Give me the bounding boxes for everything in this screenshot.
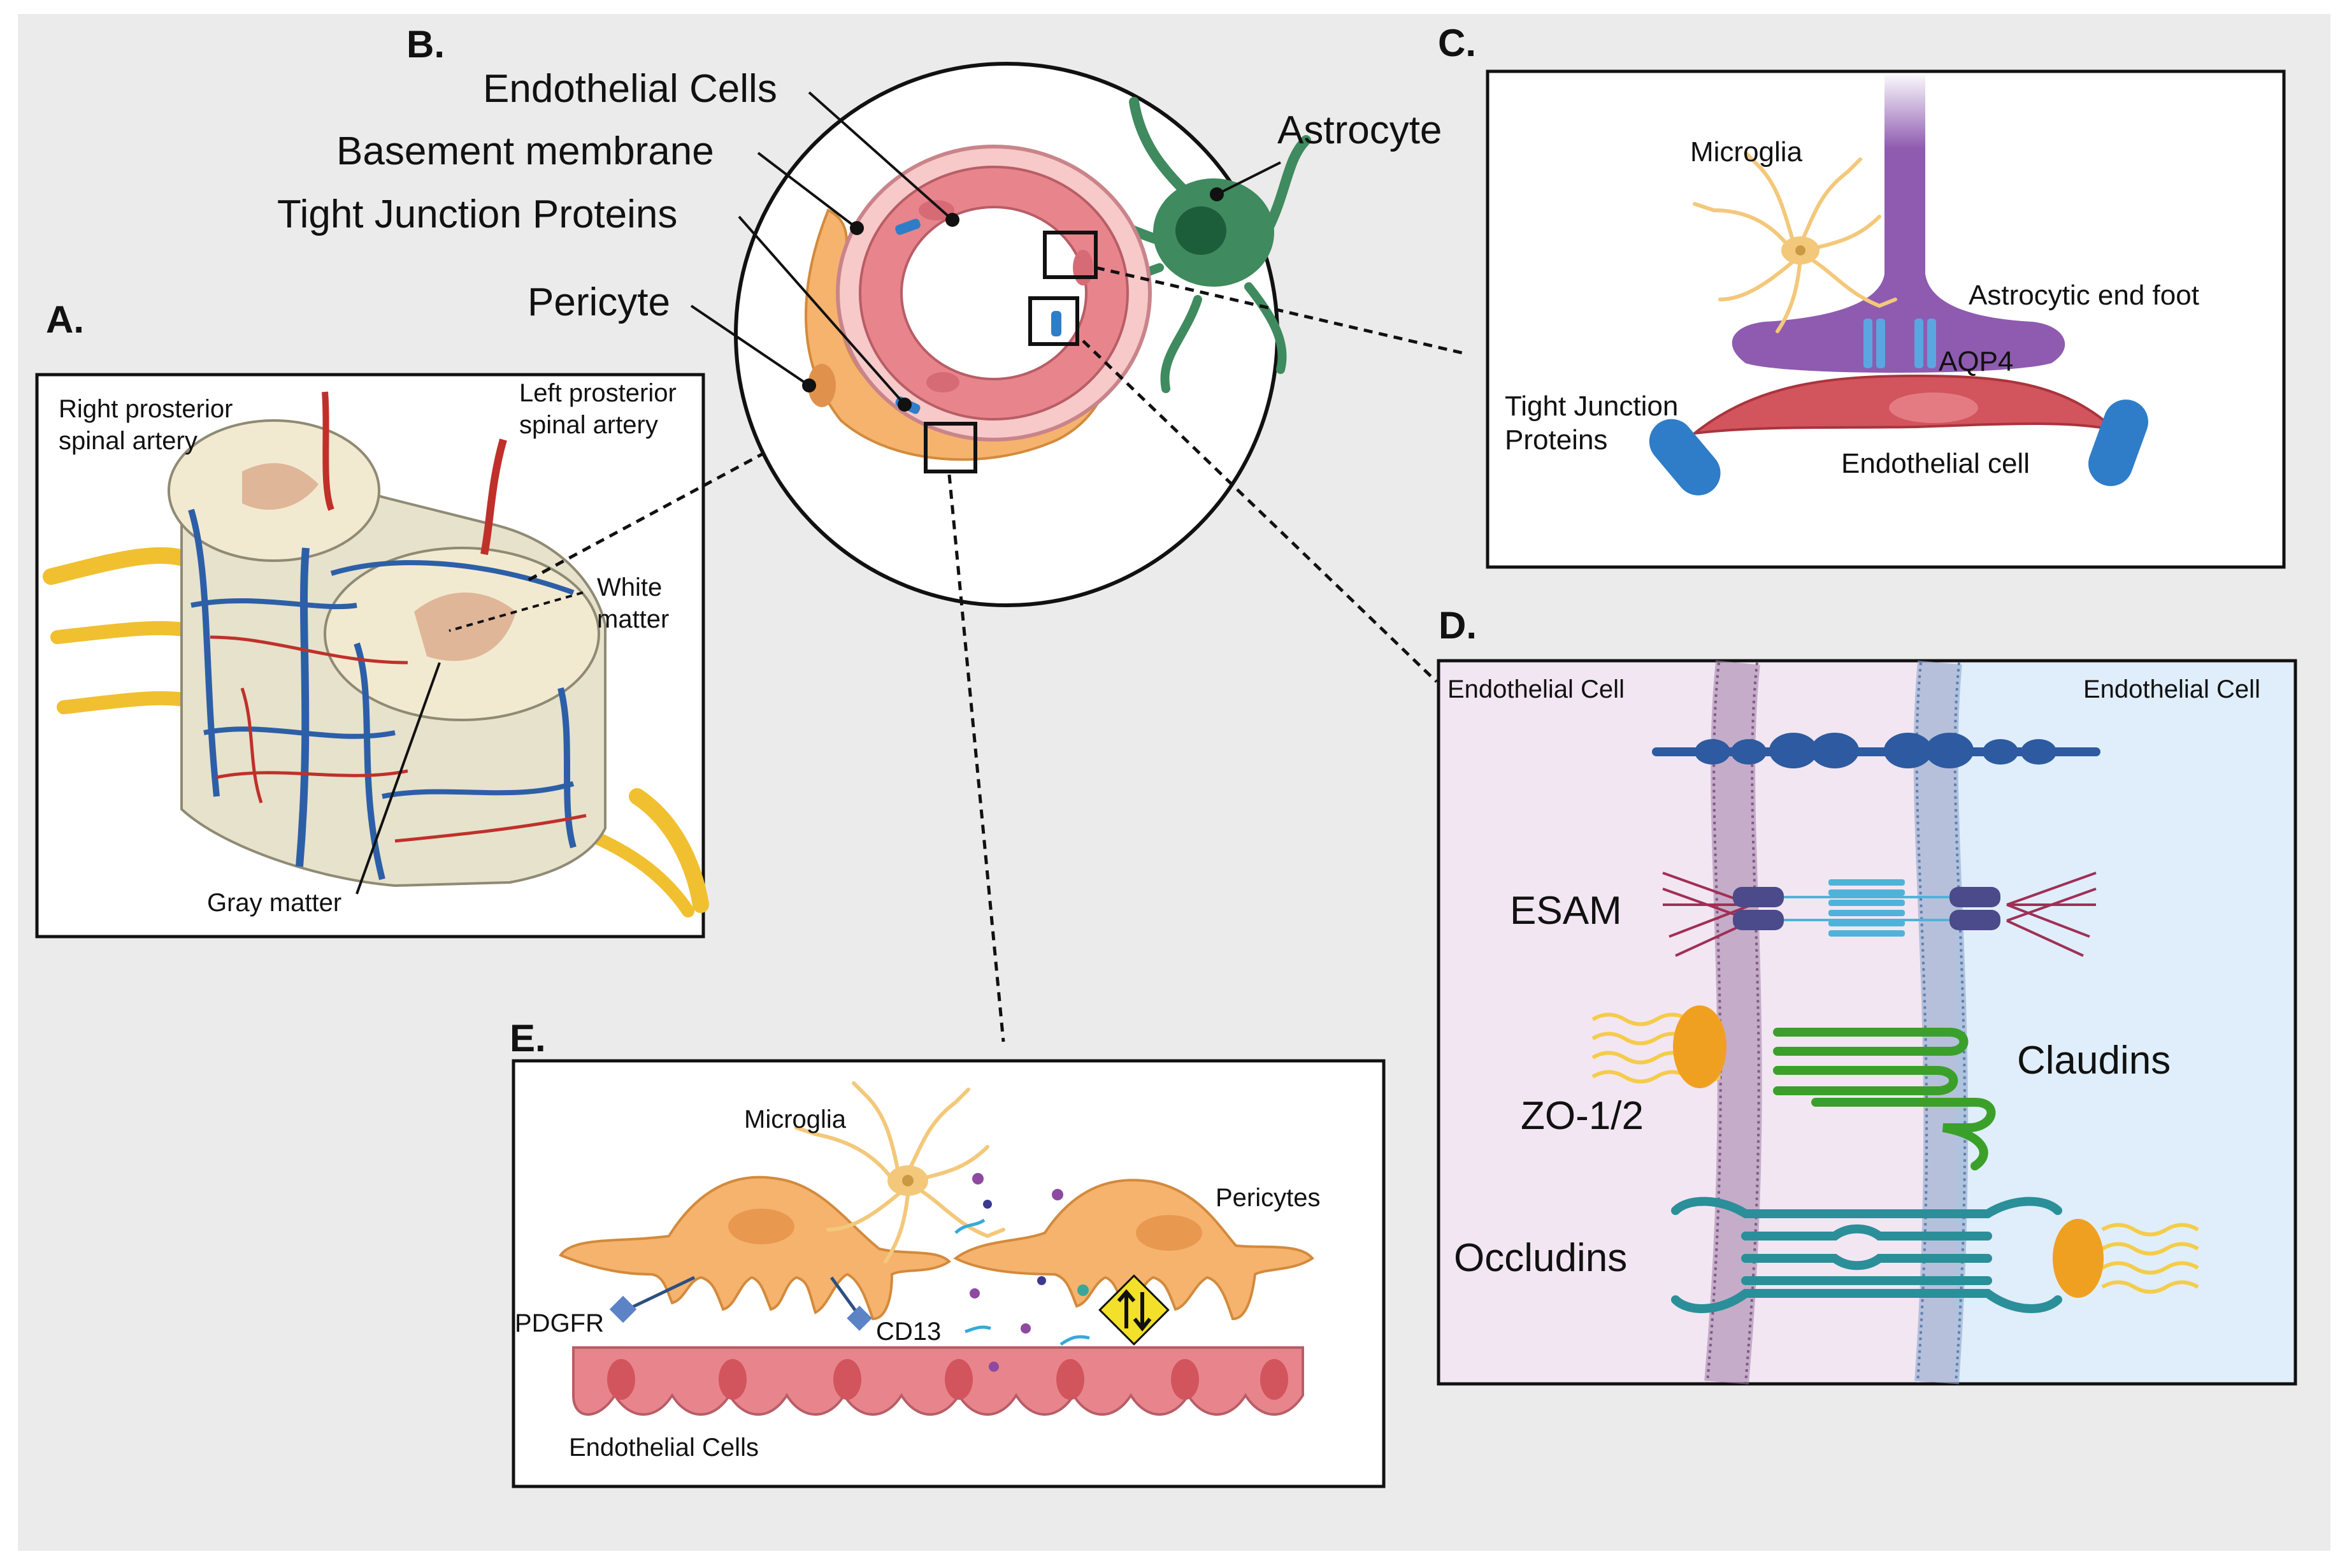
pericyte-right (953, 1179, 1314, 1321)
membrane-right (1913, 660, 1969, 1385)
label-endothelial-cells: Endothelial Cells (483, 67, 777, 111)
zo-complex-right (2053, 1219, 2199, 1298)
white-matter-pointer (449, 591, 584, 632)
label-cd13: CD13 (876, 1318, 941, 1346)
endothelial-row-e (572, 1346, 1304, 1416)
spinal-cord-illustration (43, 391, 709, 917)
tight-junction-blob-right (2088, 399, 2148, 486)
microglia-e (794, 1081, 1005, 1263)
label-tight-junction-line2: Proteins (1505, 424, 1607, 456)
label-gray-matter: Gray matter (207, 889, 341, 917)
label-endothelial-cell-c: Endothelial cell (1841, 448, 2030, 479)
panel-d-right-cell-bg (1956, 663, 2293, 1382)
leader-tight-junction (738, 215, 906, 406)
microglia-c (1693, 151, 1897, 333)
label-pdgfr: PDGFR (515, 1309, 604, 1337)
astrocyte-process (1884, 75, 1925, 285)
connector-b-e (947, 474, 1005, 1042)
leader-pericyte (690, 305, 810, 387)
cd13-stalk (829, 1276, 859, 1314)
label-white-matter-line2: matter (597, 605, 669, 633)
zoom-box-e (924, 422, 977, 473)
panel-a-letter: A. (46, 298, 84, 341)
tight-junction-blob-left (1649, 419, 1721, 496)
panel-e-letter: E. (510, 1017, 546, 1060)
label-pericytes: Pericytes (1216, 1184, 1321, 1212)
panel-c: C. (1438, 22, 2286, 569)
claudin-strands (1773, 1028, 1996, 1170)
label-claudins: Claudins (2017, 1039, 2171, 1082)
zoom-box-d (1028, 296, 1079, 346)
label-microglia-e: Microglia (744, 1105, 847, 1133)
connector-b-d (1082, 340, 1438, 683)
label-zo-1-2: ZO-1/2 (1521, 1094, 1644, 1138)
label-white-matter-line1: White (597, 573, 662, 601)
pdgfr-stalk (626, 1276, 696, 1311)
label-right-artery-line1: Right prosterior (59, 395, 233, 423)
label-basement-membrane: Basement membrane (336, 129, 714, 173)
label-right-artery-line2: spinal artery (59, 427, 197, 455)
transport-diamond (1098, 1274, 1170, 1346)
panel-b: B. (277, 23, 1442, 607)
panel-d: D. (1437, 604, 2297, 1386)
label-microglia-c: Microglia (1690, 136, 1803, 168)
label-tight-junction-line1: Tight Junction (1505, 391, 1678, 422)
panel-c-letter: C. (1438, 22, 1476, 64)
label-aqp4: AQP4 (1939, 346, 2013, 377)
label-pericyte: Pericyte (528, 280, 670, 324)
pericyte-left (558, 1176, 952, 1321)
vessel-illustration (805, 97, 1311, 461)
panel-d-letter: D. (1439, 604, 1477, 647)
label-astrocyte: Astrocyte (1277, 108, 1442, 152)
panel-e: E. (510, 1017, 1386, 1488)
zoom-box-c (1043, 231, 1098, 279)
leader-astrocyte (1216, 161, 1281, 196)
tight-junction-mark (1051, 311, 1061, 336)
leader-endothelial (808, 91, 954, 221)
zo-complex-left (1591, 1005, 1726, 1088)
label-astrocytic-end-foot: Astrocytic end foot (1969, 280, 2199, 311)
adhesion-chain-top (1652, 733, 2100, 768)
label-occludins: Occludins (1454, 1236, 1627, 1280)
connector-a-b (528, 444, 779, 582)
vessel-lumen (900, 206, 1087, 380)
label-left-artery-line2: spinal artery (519, 411, 658, 439)
cd13-receptor (847, 1305, 872, 1331)
connector-b-c (1095, 266, 1466, 356)
leader-basement (757, 152, 858, 229)
panel-b-letter: B. (406, 23, 445, 66)
label-esam: ESAM (1510, 889, 1622, 933)
aqp4-channels (1863, 319, 1936, 368)
tight-junction-mark (895, 219, 921, 235)
label-tight-junction-proteins: Tight Junction Proteins (277, 192, 677, 236)
molecules (954, 1173, 1090, 1372)
occludin-complex (1671, 1197, 2062, 1313)
panel-a: A. (35, 298, 709, 939)
label-endothelial-cells-e: Endothelial Cells (569, 1434, 759, 1462)
astrocytic-end-foot (1732, 274, 2065, 373)
label-d-right-endothelial-cell: Endothelial Cell (2083, 675, 2260, 703)
gray-matter-pointer (355, 662, 441, 895)
membrane-left (1704, 660, 1762, 1385)
esam-complex (1662, 872, 2097, 957)
label-d-left-endothelial-cell: Endothelial Cell (1447, 675, 1625, 703)
label-left-artery-line1: Left prosterior (519, 379, 677, 407)
